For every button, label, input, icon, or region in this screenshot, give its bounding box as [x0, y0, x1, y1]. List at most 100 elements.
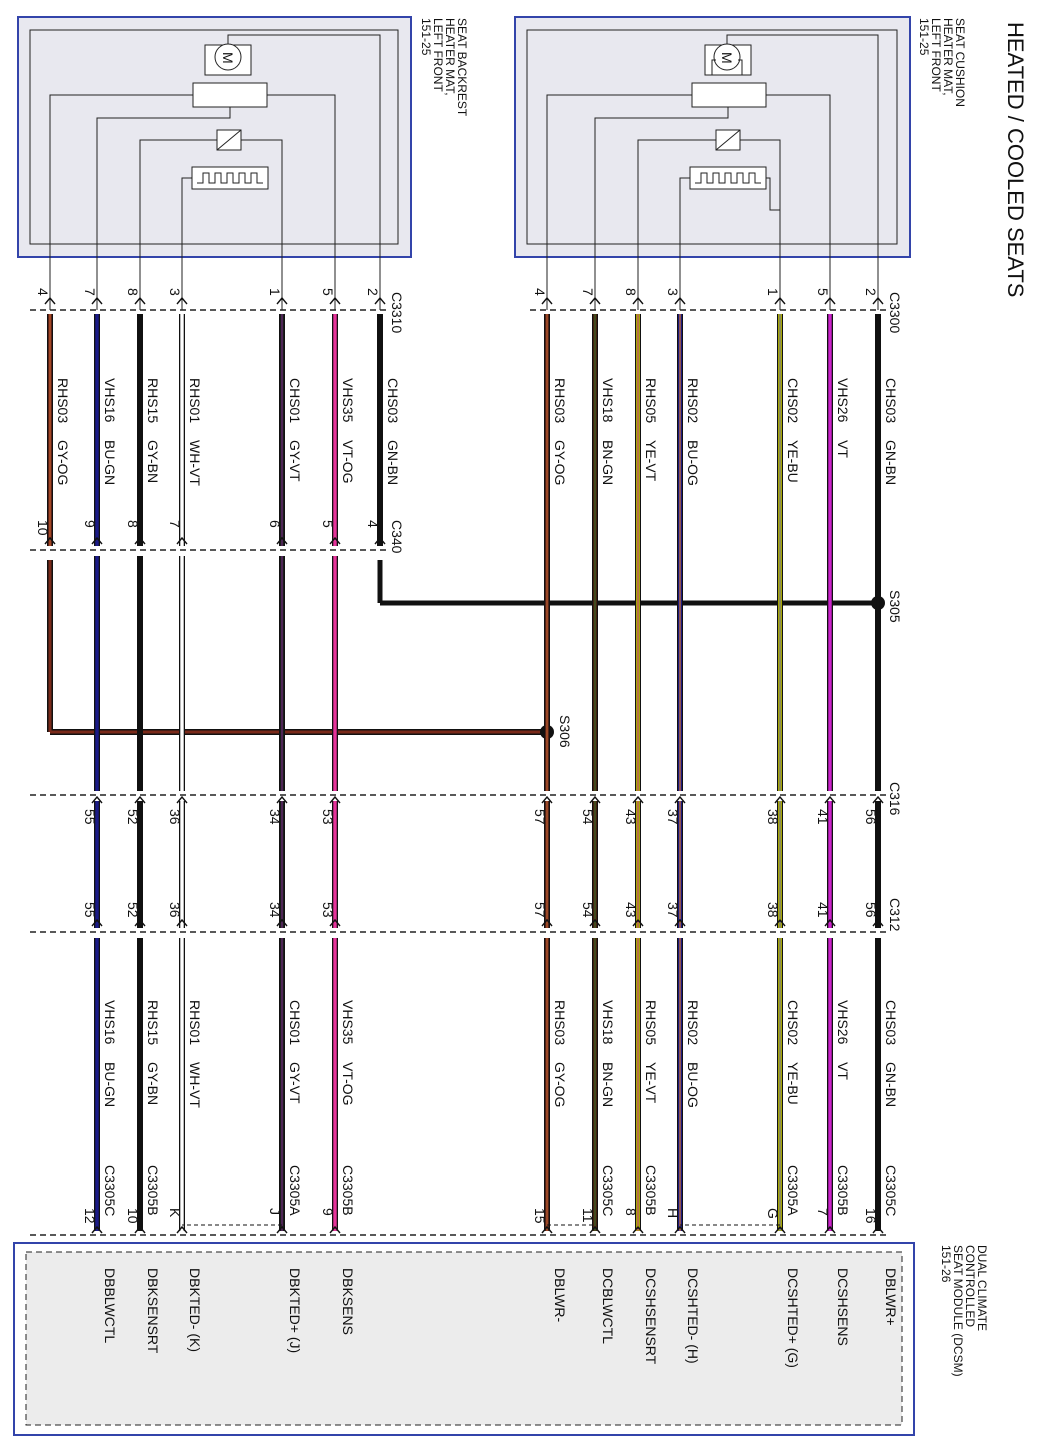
arrow-c316-w2	[824, 795, 836, 804]
mod-conn-w5: C3305B	[643, 1165, 659, 1216]
arrow-mod-b5	[134, 1225, 146, 1234]
arrow-c340-b4	[176, 536, 188, 545]
arrow-c316-w3	[774, 795, 786, 804]
connector-c3300: C3300	[887, 292, 903, 333]
color-low-w4: BU-OG	[685, 1062, 701, 1108]
svg-text:S306: S306	[557, 715, 573, 748]
color-w6: BN-GN	[600, 440, 616, 485]
cushion-heater-mat: SEAT CUSHION HEATER MAT, LEFT FRONT 151-…	[514, 16, 967, 310]
circuit-b4: RHS01	[187, 378, 203, 423]
pin-top-b3: 1	[267, 288, 283, 296]
mod-conn-w3: C3305A	[785, 1165, 801, 1216]
arrow-mod-w2	[824, 1225, 836, 1234]
arrow-c316-b4	[176, 795, 188, 804]
circuit-b3: CHS01	[287, 378, 303, 423]
cushion-label-1: SEAT CUSHION	[953, 18, 967, 107]
circuit-low-w7: RHS03	[552, 1000, 568, 1045]
dcsm-module: DUAL CLIMATE CONTROLLED SEAT MODULE (DCS…	[13, 1242, 989, 1436]
pin-c312-w5: 43	[623, 902, 639, 918]
circuit-w4: RHS02	[685, 378, 701, 423]
mod-label-w2: DCSHSENS	[835, 1268, 851, 1346]
splice-s306: S306	[47, 560, 573, 748]
pin-c312-b5: 52	[125, 902, 141, 918]
pin-c340-b5: 8	[125, 520, 141, 528]
color-low-w1: GN-BN	[883, 1062, 899, 1107]
pin-c312-w7: 57	[532, 902, 548, 918]
arrow-c312-w1	[872, 918, 884, 927]
color-b1: GN-BN	[385, 440, 401, 485]
circuit-w2: VHS26	[835, 378, 851, 423]
connector-c3310: C3310	[389, 292, 405, 333]
arrow-mod-b4	[176, 1225, 188, 1234]
mod-label-b4: DBKTED- (K)	[187, 1268, 203, 1352]
pin-top-b4: 3	[167, 288, 183, 296]
mod-conn-b6: C3305C	[102, 1165, 118, 1216]
mod-conn-b5: C3305B	[145, 1165, 161, 1216]
circuit-w1: CHS03	[883, 378, 899, 423]
mod-label-w4: DCSHTED- (H)	[685, 1268, 701, 1364]
pin-c312-w6: 54	[580, 902, 596, 918]
color-b7: GY-OG	[55, 440, 71, 485]
pin-top-b2: 5	[320, 288, 336, 296]
circuit-low-w1: CHS03	[883, 1000, 899, 1045]
connector-c312: C312	[887, 898, 903, 932]
arrow-mod-b6	[91, 1225, 103, 1234]
arrow-c316-b5	[134, 795, 146, 804]
arrow-mod-b3	[276, 1225, 288, 1234]
arrow-c340-b6	[91, 536, 103, 545]
mod-label-b2: DBKSENS	[340, 1268, 356, 1335]
arrow-top-w4	[674, 296, 686, 305]
pin-c312-w1: 56	[863, 902, 879, 918]
cushion-label-2: HEATER MAT,	[941, 18, 955, 96]
mod-conn-w1: C3305C	[883, 1165, 899, 1216]
backrest-label-3: LEFT FRONT	[431, 18, 445, 92]
color-b3: GY-VT	[287, 440, 303, 482]
arrow-top-b5	[134, 296, 146, 305]
arrow-top-w5	[632, 296, 644, 305]
mod-pin-b6: 12	[82, 1208, 98, 1224]
dcsm-label-4: 151-26	[939, 1245, 953, 1283]
color-low-b6: BU-GN	[102, 1062, 118, 1107]
pin-top-b7: 4	[35, 288, 51, 296]
pin-c312-w2: 41	[815, 902, 831, 918]
pin-top-w2: 5	[815, 288, 831, 296]
switch-icon	[192, 82, 268, 108]
pin-top-w5: 8	[623, 288, 639, 296]
arrow-c312-w2	[824, 918, 836, 927]
mod-pin-w3: G	[765, 1208, 781, 1219]
circuit-low-b4: RHS01	[187, 1000, 203, 1045]
pin-top-w7: 4	[532, 288, 548, 296]
dcsm-label-3: SEAT MODULE (DCSM)	[951, 1245, 965, 1377]
arrow-c316-w5	[632, 795, 644, 804]
arrow-c312-w4	[674, 918, 686, 927]
color-low-w7: GY-OG	[552, 1062, 568, 1107]
circuit-b5: RHS15	[145, 378, 161, 423]
arrow-mod-w3	[774, 1225, 786, 1234]
arrow-mod-w6	[589, 1225, 601, 1234]
color-low-b4: WH-VT	[187, 1062, 203, 1108]
arrow-top-b2	[329, 296, 341, 305]
circuit-low-b3: CHS01	[287, 1000, 303, 1045]
arrow-top-b3	[276, 296, 288, 305]
splice-s305: S305	[377, 560, 903, 623]
backrest-label-1: SEAT BACKREST	[455, 18, 469, 117]
arrow-top-b7	[44, 296, 56, 305]
arrow-c312-w5	[632, 918, 644, 927]
arrow-top-w3	[774, 296, 786, 305]
mod-label-b5: DBKSENSRT	[145, 1268, 161, 1354]
pin-top-b1: 2	[365, 288, 381, 296]
circuit-b1: CHS03	[385, 378, 401, 423]
arrow-top-w7	[541, 296, 553, 305]
diagram-title: HEATED / COOLED SEATS	[1003, 22, 1028, 297]
circuit-b7: RHS03	[55, 378, 71, 423]
color-w4: BU-OG	[685, 440, 701, 486]
circuit-low-b2: VHS35	[340, 1000, 356, 1045]
pin-c312-b2: 53	[320, 902, 336, 918]
arrow-top-b6	[91, 296, 103, 305]
arrow-c312-b6	[91, 918, 103, 927]
color-b2: VT-OG	[340, 440, 356, 484]
pin-top-w1: 2	[863, 288, 879, 296]
connector-c340: C340	[389, 520, 405, 554]
arrow-c312-w7	[541, 918, 553, 927]
